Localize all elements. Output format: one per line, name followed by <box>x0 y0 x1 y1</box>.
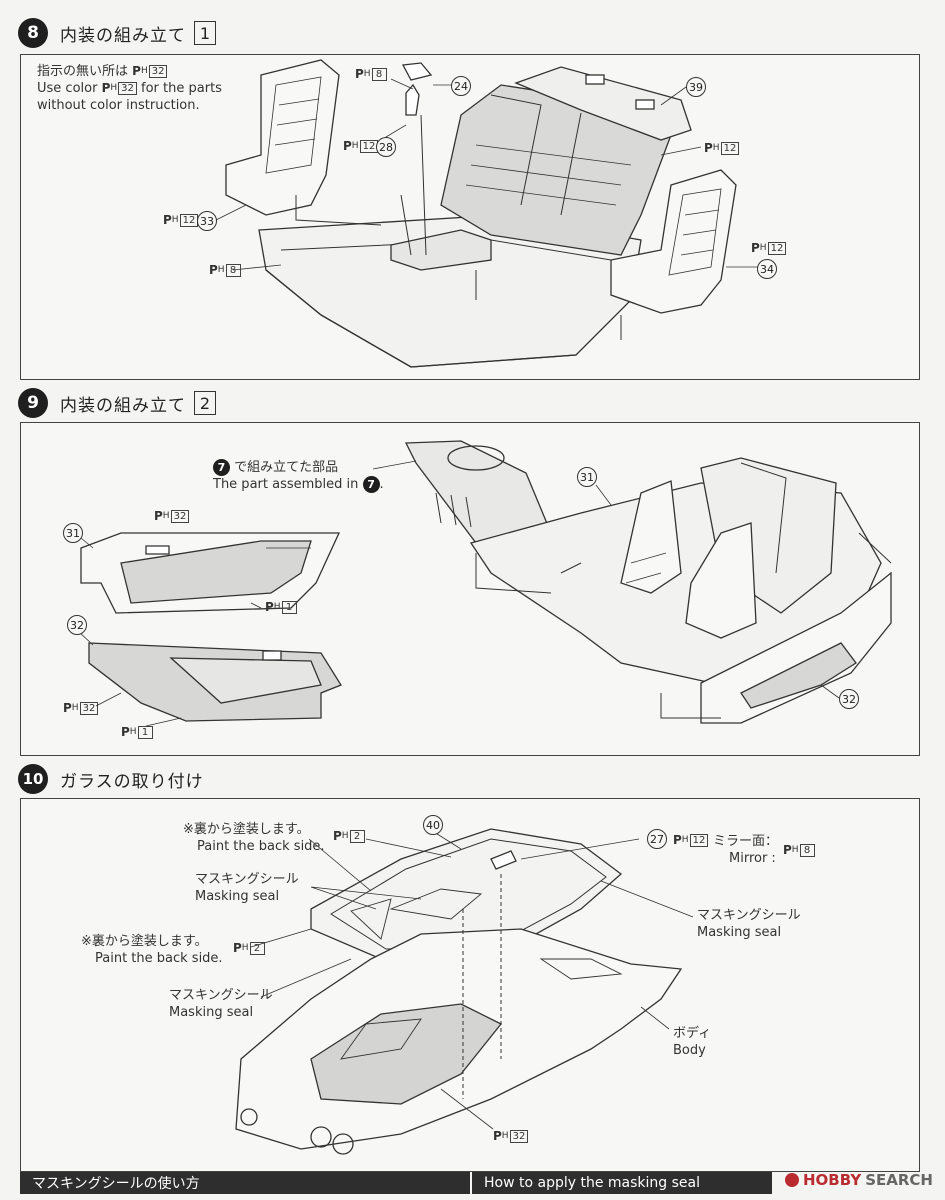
step-title: 内装の組み立て <box>60 25 186 46</box>
part-number-32: 32 <box>839 689 859 709</box>
part-number-28: 28 <box>376 137 396 157</box>
part-number-39: 39 <box>686 77 706 97</box>
step-number: 8 <box>18 18 48 48</box>
interior-assembly-2-illustration <box>77 440 892 727</box>
interior-assembly-1-illustration <box>215 59 761 368</box>
ref-jp: で組み立てた部品 <box>234 460 339 475</box>
part-number-34: 34 <box>757 259 777 279</box>
note-en-2: without color instruction. <box>37 98 200 113</box>
ref-step-badge: 7 <box>213 459 230 476</box>
step-9-header: 9 内装の組み立て 2 <box>18 386 216 420</box>
step-title: 内装の組み立て <box>60 395 186 416</box>
mirror-note: ミラー面： Mirror : <box>713 834 779 866</box>
step-sub-number: 1 <box>194 21 216 45</box>
step-8-header: 8 内装の組み立て 1 <box>18 16 216 50</box>
hobbysearch-logo-icon <box>785 1173 799 1187</box>
masking-seal-note-2: マスキングシール Masking seal <box>697 908 801 940</box>
ref-en: The part assembled in <box>213 477 359 492</box>
part-number-40: 40 <box>423 815 443 835</box>
step-title: ガラスの取り付け <box>60 771 204 792</box>
step-9-panel: 7 で組み立てた部品 The part assembled in 7. <box>20 422 920 756</box>
part-number-31: 31 <box>577 467 597 487</box>
part-number-32: 32 <box>67 615 87 635</box>
assembled-part-note: 7 で組み立てた部品 The part assembled in 7. <box>213 459 384 493</box>
masking-seal-usage-header-jp: マスキングシールの使い方 <box>20 1172 470 1194</box>
part-number-27: 27 <box>647 829 667 849</box>
step-number: 9 <box>18 388 48 418</box>
step-number: 10 <box>18 764 48 794</box>
part-number-31: 31 <box>63 523 83 543</box>
body-note: ボディ Body <box>673 1026 712 1058</box>
note-jp: 指示の無い所は <box>37 64 129 79</box>
back-side-note-1: ※裏から塗装します。 Paint the back side. <box>183 822 325 854</box>
step-sub-number: 2 <box>194 391 216 415</box>
part-number-33: 33 <box>197 211 217 231</box>
masking-seal-note-3: マスキングシール Masking seal <box>169 988 273 1020</box>
note-en-1: Use color <box>37 81 98 96</box>
step-10-header: 10 ガラスの取り付け <box>18 762 204 796</box>
note-en-1b: for the parts <box>141 81 222 96</box>
ref-step-badge: 7 <box>362 476 380 493</box>
glass-installation-illustration <box>235 828 694 1155</box>
part-number-24: 24 <box>451 76 471 96</box>
back-side-note-2: ※裏から塗装します。 Paint the back side. <box>81 934 223 966</box>
masking-seal-usage-header-en: How to apply the masking seal <box>472 1172 772 1194</box>
masking-seal-note-1: マスキングシール Masking seal <box>195 872 299 904</box>
